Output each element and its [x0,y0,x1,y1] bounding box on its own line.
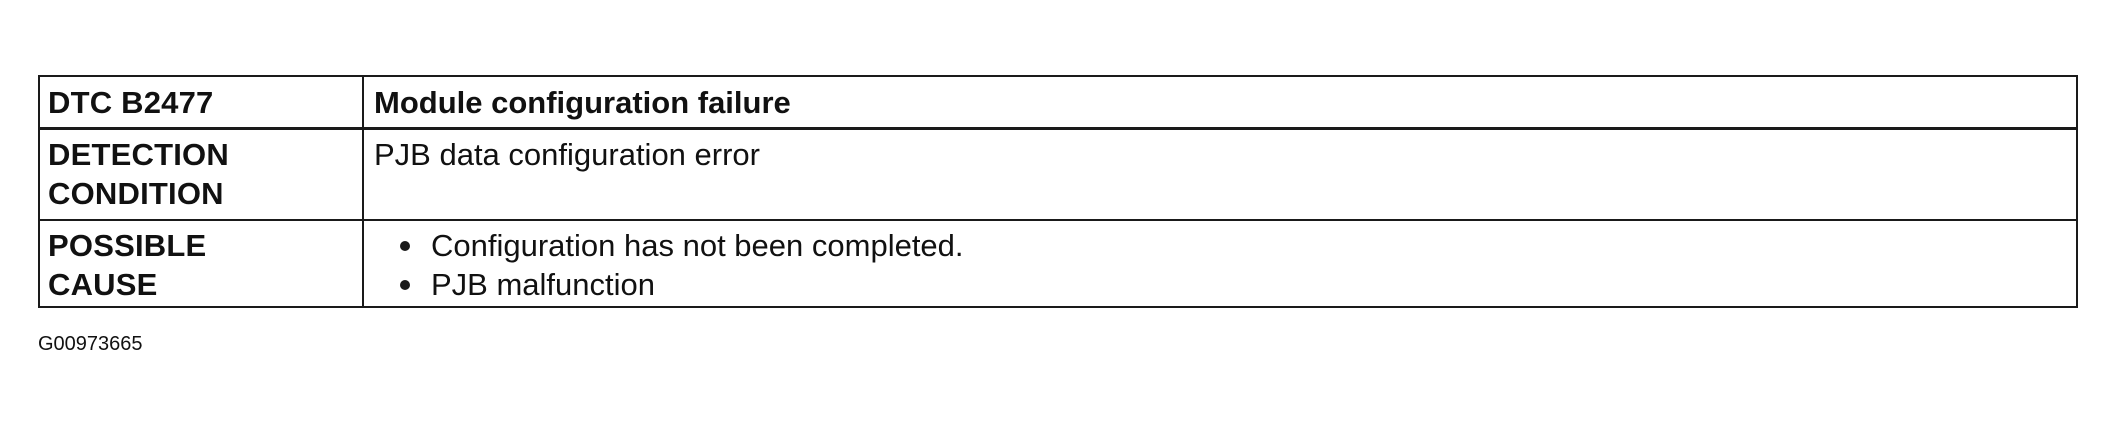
cause-list-item: PJB malfunction [374,265,2066,304]
cause-label-line1: POSSIBLE [48,228,207,263]
figure-id: G00973665 [38,333,143,355]
detection-condition-row: DETECTION CONDITION PJB data configurati… [40,127,2076,219]
cause-list: Configuration has not been completed. PJ… [374,226,2066,304]
bullet-icon [400,241,410,251]
detection-condition-label: DETECTION CONDITION [48,135,358,213]
detection-condition-value: PJB data configuration error [374,137,760,172]
cause-item-text: Configuration has not been completed. [431,228,964,263]
detection-label-line2: CONDITION [48,176,224,211]
dtc-description: Module configuration failure [374,85,791,120]
detection-label-line1: DETECTION [48,137,229,172]
possible-cause-row: POSSIBLE CAUSE Configuration has not bee… [40,219,2076,306]
bullet-icon [400,280,410,290]
possible-cause-label: POSSIBLE CAUSE [48,226,358,304]
cause-list-item: Configuration has not been completed. [374,226,2066,265]
cause-item-text: PJB malfunction [431,267,655,302]
possible-cause-value: Configuration has not been completed. PJ… [374,226,2066,304]
cause-label-line2: CAUSE [48,267,158,302]
dtc-header-row: DTC B2477 Module configuration failure [40,77,2076,127]
column-divider [362,77,364,306]
dtc-table: DTC B2477 Module configuration failure D… [38,75,2078,308]
dtc-code-label: DTC B2477 [48,85,214,120]
